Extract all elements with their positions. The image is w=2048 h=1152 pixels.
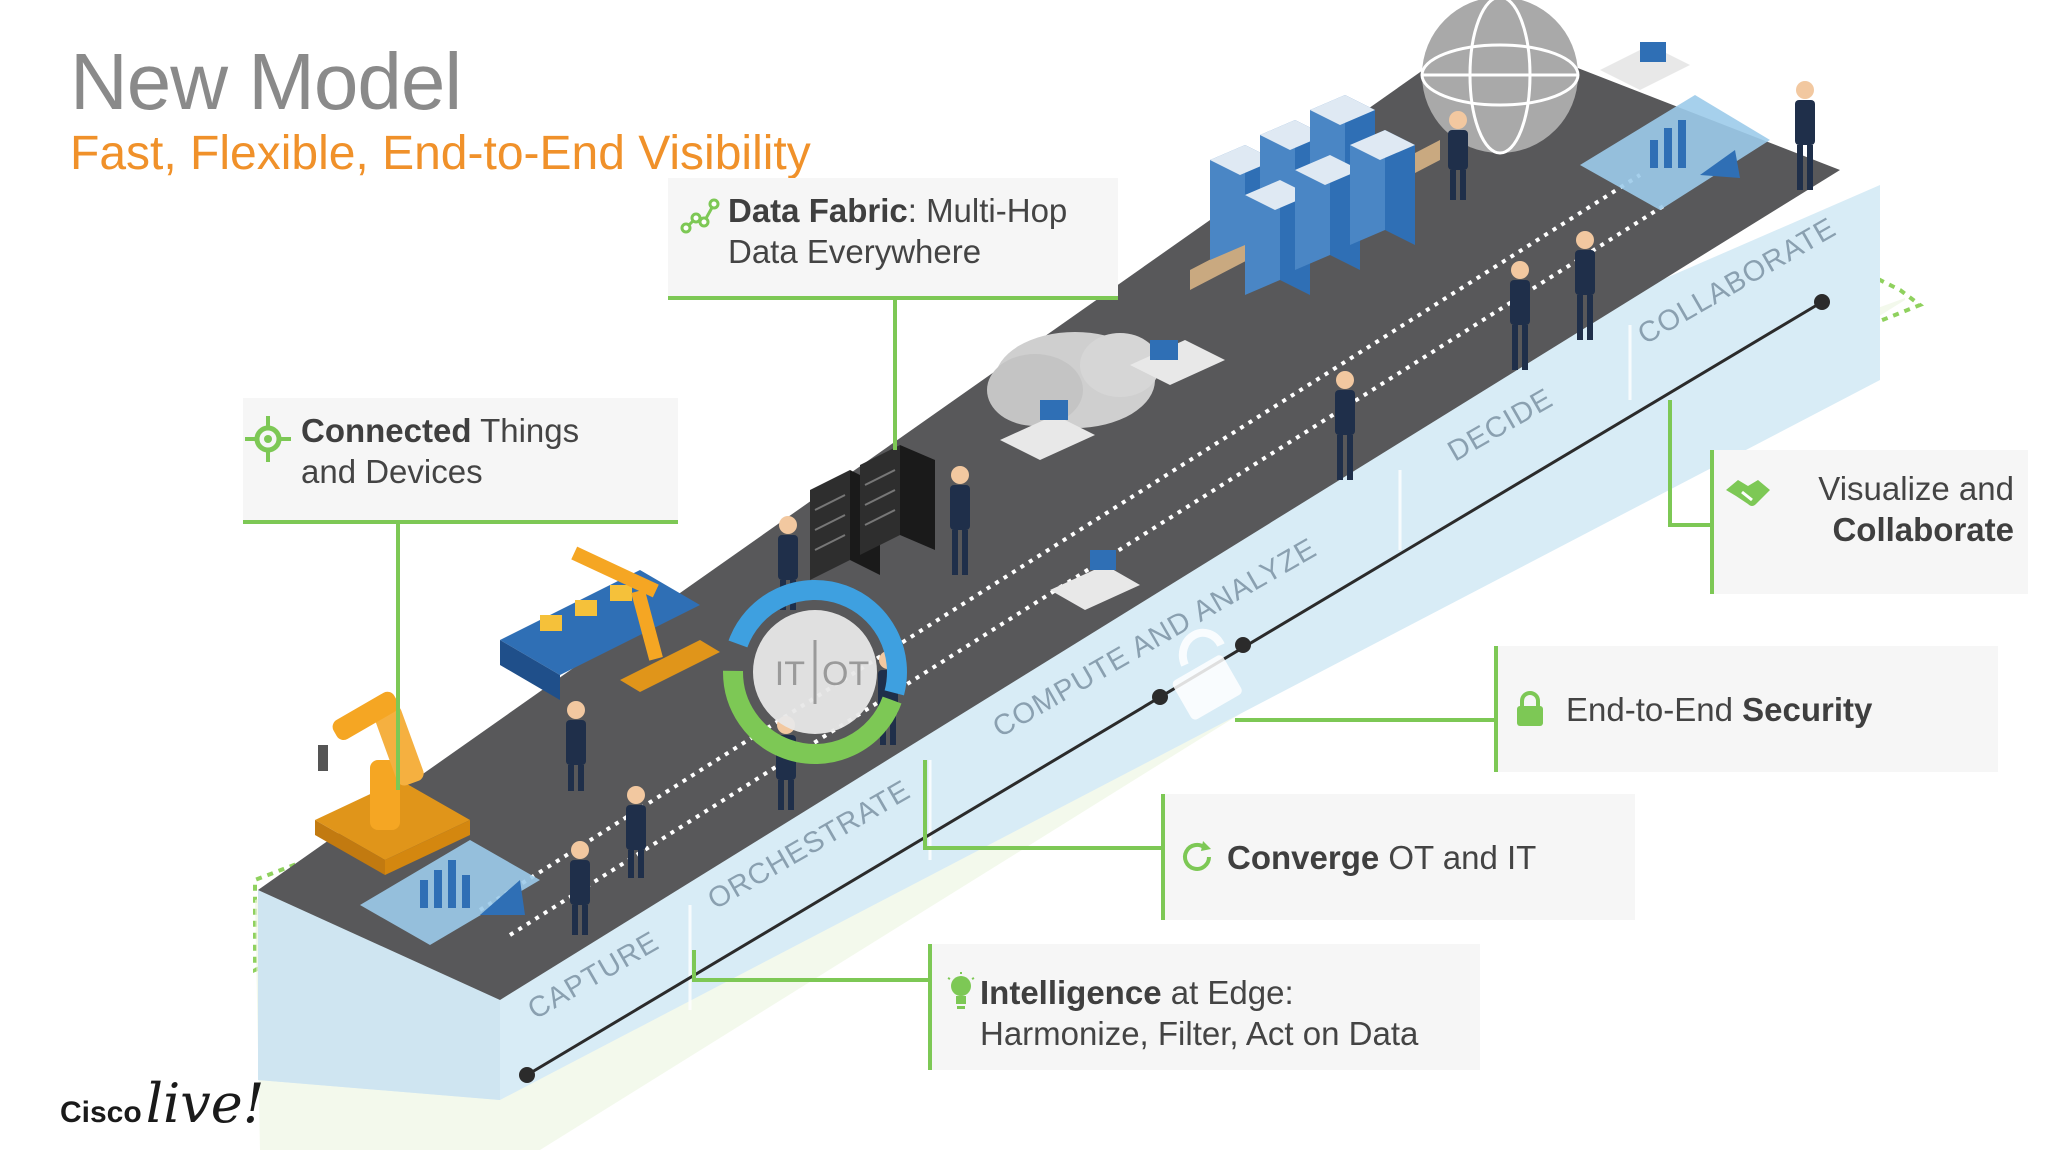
- converge-rest: OT and IT: [1379, 838, 1537, 876]
- connected-rest: Things: [471, 412, 580, 449]
- robot-arm-icon: [315, 691, 470, 875]
- datacenter-servers-icon: [1190, 95, 1440, 295]
- collaborate-dashboard-tile: [1580, 95, 1770, 210]
- platform-top: [258, 30, 1840, 1000]
- visualize-bold: Collaborate: [1832, 511, 2014, 548]
- data-fabric-line2: Data Everywhere: [728, 233, 982, 270]
- stage-dividers: [688, 325, 1632, 1010]
- callout-converge: Converge OT and IT: [1161, 794, 1635, 920]
- callout-visualize: Visualize and Collaborate: [1710, 450, 2028, 594]
- intelligence-rest: at Edge:: [1161, 974, 1294, 1011]
- person-icon: [1575, 231, 1595, 340]
- it-ot-converge-badge: IT OT: [723, 580, 907, 764]
- callout-security: End-to-End Security: [1494, 646, 1998, 772]
- person-icon: [1795, 81, 1815, 190]
- intelligence-line2: Harmonize, Filter, Act on Data: [980, 1015, 1419, 1052]
- person-icon: [1448, 111, 1468, 200]
- security-pre: End-to-End: [1566, 690, 1743, 728]
- slide-title: New Model: [70, 37, 462, 126]
- callout-intelligence: Intelligence at Edge: Harmonize, Filter,…: [928, 944, 1480, 1070]
- callout-connectors: [396, 287, 1712, 982]
- gear-network-icon: [245, 416, 291, 462]
- connected-text: Connected Things and Devices: [301, 410, 678, 492]
- cisco-live-logo: Ciscolive!: [60, 1072, 264, 1135]
- platform-front: [258, 890, 500, 1100]
- intelligence-text: Intelligence at Edge: Harmonize, Filter,…: [980, 972, 1480, 1054]
- person-icon: [950, 466, 970, 575]
- assembly-line-icon: [500, 546, 720, 700]
- data-path: [508, 203, 1667, 937]
- workstation-icon: [1050, 550, 1140, 610]
- connected-bold: Connected: [301, 412, 472, 449]
- edge-servers-icon: [810, 445, 935, 580]
- capture-dashboard-tile: [360, 840, 540, 945]
- ot-label: OT: [822, 655, 869, 693]
- data-nodes-icon: [680, 198, 720, 234]
- visualize-text: Visualize and Collaborate: [1714, 468, 2014, 550]
- visualize-line1: Visualize and: [1818, 470, 2014, 507]
- lightbulb-icon: [947, 972, 975, 1009]
- converge-text: Converge OT and IT: [1227, 837, 1536, 878]
- callout-connected-things: Connected Things and Devices: [243, 398, 678, 524]
- workstation-icon: [1000, 400, 1095, 460]
- cloud-icon: [987, 332, 1160, 428]
- handshake-icon: [1726, 480, 1770, 506]
- data-fabric-bold: Data Fabric: [728, 192, 908, 229]
- security-lock-icon: [1172, 628, 1242, 720]
- security-bold: Security: [1742, 690, 1873, 728]
- callout-data-fabric: Data Fabric: Multi-Hop Data Everywhere: [668, 178, 1118, 300]
- security-text: End-to-End Security: [1566, 689, 1872, 730]
- timeline-dot: [1152, 689, 1168, 705]
- refresh-icon: [1183, 841, 1211, 871]
- lock-icon: [1517, 691, 1543, 726]
- logo-live: live!: [145, 1072, 265, 1135]
- converge-bold: Converge: [1227, 838, 1380, 876]
- intelligence-bold: Intelligence: [980, 974, 1162, 1011]
- globe-icon: [1420, 0, 1580, 155]
- timeline-dot: [1235, 637, 1251, 653]
- workstation-icon: [1130, 340, 1225, 385]
- data-fabric-rest: : Multi-Hop: [907, 192, 1068, 229]
- person-icon: [1510, 261, 1530, 370]
- slide-subtitle: Fast, Flexible, End-to-End Visibility: [70, 127, 811, 180]
- connected-line2: and Devices: [301, 453, 483, 490]
- person-icon: [1335, 371, 1355, 480]
- workstation-icon: [1600, 42, 1690, 90]
- timeline-dot: [519, 1067, 535, 1083]
- person-icon: [626, 786, 646, 878]
- person-icon: [570, 841, 590, 935]
- it-label: IT: [775, 655, 805, 693]
- logo-cisco: Cisco: [60, 1096, 142, 1129]
- timeline-dot: [1814, 294, 1830, 310]
- person-icon: [566, 701, 586, 791]
- data-fabric-text: Data Fabric: Multi-Hop Data Everywhere: [728, 190, 1118, 272]
